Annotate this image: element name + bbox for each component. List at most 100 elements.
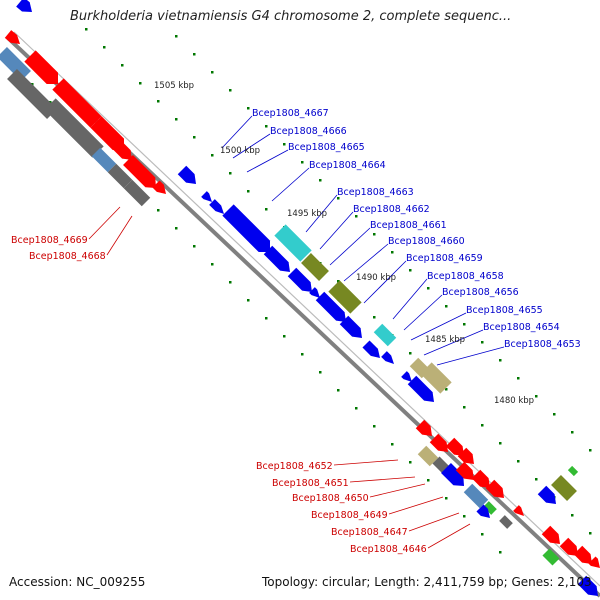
leader-line: [106, 215, 133, 256]
tick-dot: [247, 190, 250, 193]
leader-line: [333, 459, 399, 466]
tick-dot: [31, 83, 34, 86]
tick-dot: [445, 388, 448, 391]
gene-label-forward: Bcep1808_4663: [337, 187, 414, 198]
tick-dot: [463, 515, 466, 518]
tick-dot: [517, 460, 520, 463]
gene-label-forward: Bcep1808_4661: [370, 220, 447, 231]
tick-dot: [589, 449, 592, 452]
leader-line: [305, 194, 338, 233]
gene-label-forward: Bcep1808_4658: [427, 271, 504, 282]
tick-dot: [535, 395, 538, 398]
tick-dot: [571, 514, 574, 517]
gene-label-forward: Bcep1808_4665: [288, 142, 365, 153]
tick-dot: [499, 442, 502, 445]
leader-line: [410, 312, 467, 341]
gene-reverse: [415, 419, 432, 436]
leader-line: [343, 243, 389, 282]
leader-line: [271, 167, 310, 202]
kbp-tick-label: 1485 kbp: [425, 335, 465, 345]
kbp-tick-label: 1480 kbp: [494, 396, 534, 406]
gene-forward: [309, 287, 320, 298]
gene-forward: [263, 245, 290, 272]
gene-forward: [476, 504, 490, 518]
tick-dot: [283, 335, 286, 338]
tick-dot: [121, 64, 124, 67]
leader-line: [436, 346, 505, 366]
tick-dot: [247, 107, 250, 110]
gene-reverse: [90, 116, 124, 150]
kbp-tick-label: 1490 kbp: [356, 273, 396, 283]
accession-text: Accession: NC_009255: [9, 575, 146, 589]
gene-forward: [287, 267, 312, 292]
tick-dot: [481, 533, 484, 536]
leader-line: [329, 227, 371, 266]
gene-labels: Bcep1808_4667Bcep1808_4666Bcep1808_4665B…: [11, 108, 581, 555]
tick-dot: [355, 407, 358, 410]
tick-dot: [571, 431, 574, 434]
tick-dot: [481, 341, 484, 344]
tick-dot: [391, 251, 394, 254]
tick-dot: [265, 125, 268, 128]
leader-line: [392, 278, 428, 320]
tick-dot: [139, 82, 142, 85]
tick-dot: [517, 377, 520, 380]
tick-dot: [193, 53, 196, 56]
gene-label-reverse: Bcep1808_4668: [29, 251, 106, 262]
tick-dot: [319, 179, 322, 182]
tick-dot: [391, 443, 394, 446]
tick-dot: [373, 233, 376, 236]
gene-reverse: [573, 545, 592, 564]
tick-dot: [427, 479, 430, 482]
gene-forward: [401, 371, 412, 382]
gene-steelblue: [463, 483, 489, 509]
tick-dot: [193, 136, 196, 139]
tick-dot: [157, 100, 160, 103]
leader-line: [363, 260, 407, 304]
gene-reverse: [471, 469, 490, 488]
leader-line: [232, 133, 271, 159]
tick-dot: [589, 532, 592, 535]
tick-dot: [463, 406, 466, 409]
leader-line: [427, 523, 471, 549]
gene-forward: [177, 165, 196, 184]
tick-dot: [175, 227, 178, 230]
tick-dot: [337, 197, 340, 200]
gene-label-forward: Bcep1808_4662: [353, 204, 430, 215]
gene-khaki: [420, 362, 452, 394]
tick-dot: [373, 425, 376, 428]
tick-dot: [355, 215, 358, 218]
gene-forward: [315, 291, 346, 322]
tick-dot: [553, 413, 556, 416]
gene-steelblue: [91, 147, 117, 173]
gene-label-reverse: Bcep1808_4647: [331, 527, 408, 538]
gene-forward: [201, 191, 212, 202]
tick-dot: [283, 143, 286, 146]
gene-label-reverse: Bcep1808_4669: [11, 235, 88, 246]
gene-reverse: [541, 525, 560, 544]
gene-forward: [16, 0, 32, 12]
gene-label-reverse: Bcep1808_4649: [311, 510, 388, 521]
tick-dot: [265, 208, 268, 211]
leader-line: [246, 149, 289, 173]
gene-reverse: [111, 139, 132, 160]
topology-text: Topology: circular; Length: 2,411,759 bp…: [262, 575, 592, 589]
tick-dot: [427, 287, 430, 290]
gene-reverse: [24, 50, 58, 84]
tick-dot: [211, 71, 214, 74]
leader-line: [403, 294, 443, 331]
tick-dot: [229, 89, 232, 92]
gene-olive: [328, 280, 362, 314]
gene-steelblue: [0, 47, 31, 81]
tick-dot: [247, 299, 250, 302]
tick-dot: [409, 352, 412, 355]
gene-reverse: [513, 505, 524, 516]
leader-line: [369, 483, 426, 498]
gene-label-forward: Bcep1808_4666: [270, 126, 347, 137]
gene-forward: [441, 463, 464, 486]
gene-forward: [339, 315, 362, 338]
tick-dot: [445, 305, 448, 308]
gene-reverse: [52, 78, 102, 128]
